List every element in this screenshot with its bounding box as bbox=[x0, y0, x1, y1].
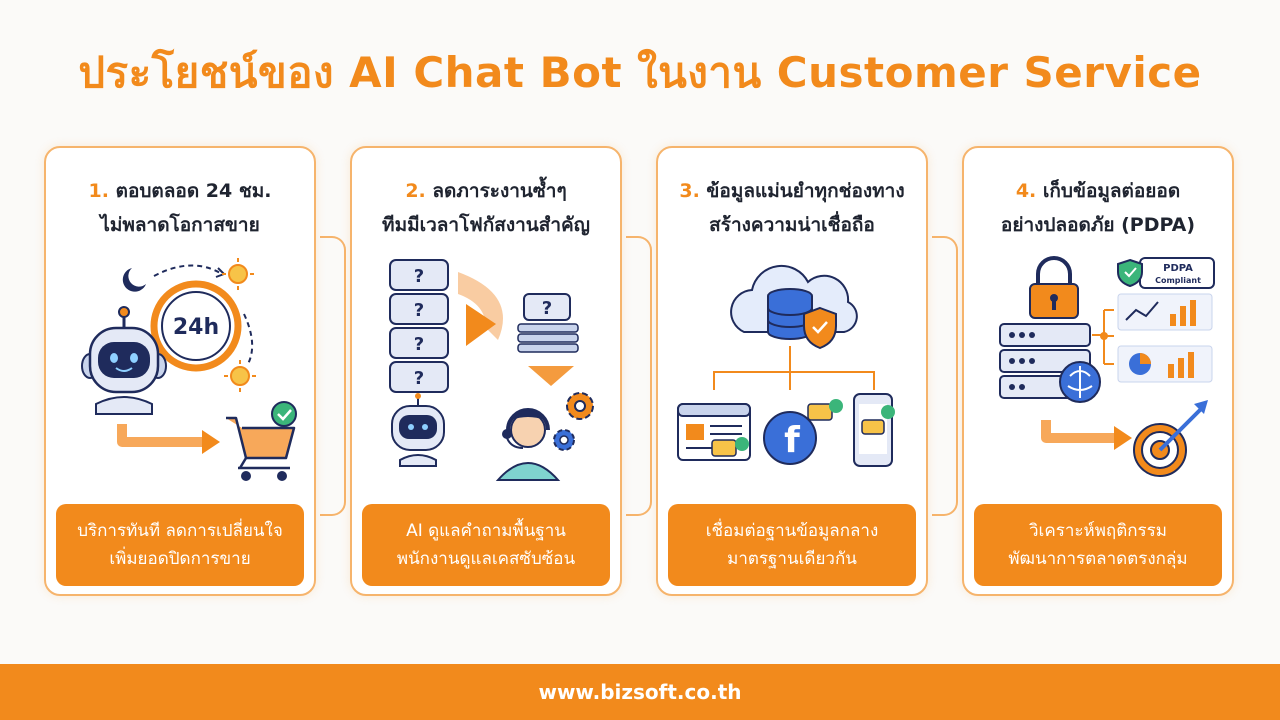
chat-bubble-icon bbox=[807, 399, 843, 421]
svg-text:?: ? bbox=[414, 300, 424, 321]
svg-text:?: ? bbox=[414, 266, 424, 287]
arrow-right-icon bbox=[1041, 420, 1132, 450]
gear-icon bbox=[553, 429, 575, 451]
pdpa-badge: PDPA Compliant bbox=[1117, 257, 1215, 289]
clock-icon: 24h bbox=[150, 280, 242, 372]
sun-icon bbox=[224, 360, 256, 392]
svg-text:?: ? bbox=[414, 368, 424, 389]
illustration-data-security: PDPA Compliant bbox=[999, 256, 1215, 477]
question-bubble-icon: ? bbox=[389, 293, 449, 325]
card-footer-line-2: พัฒนาการตลาดตรงกลุ่ม bbox=[1008, 549, 1188, 569]
chat-bubble-icon bbox=[711, 437, 749, 457]
card-footer: บริการทันที ลดการเปลี่ยนใจ เพิ่มยอดปิดกา… bbox=[56, 504, 304, 586]
card-number: 3. bbox=[679, 180, 700, 202]
card-title: 4. เก็บข้อมูลต่อยอด อย่างปลอดภัย (PDPA) bbox=[972, 174, 1224, 242]
padlock-icon bbox=[1029, 256, 1079, 319]
robot-icon bbox=[81, 306, 167, 415]
card-number: 2. bbox=[405, 180, 426, 202]
shield-check-icon bbox=[803, 306, 837, 350]
illustration-omnichannel: f bbox=[677, 264, 895, 467]
clock-label: 24h bbox=[173, 315, 219, 340]
arrow-right-icon bbox=[458, 272, 503, 346]
card-footer-line-1: เชื่อมต่อฐานข้อมูลกลาง bbox=[705, 521, 879, 541]
pdpa-badge-subtitle: Compliant bbox=[1155, 276, 1201, 285]
card-title-line-1: ข้อมูลแม่นยำทุกช่องทาง bbox=[706, 180, 905, 202]
card-title-line-1: ตอบตลอด 24 ชม. bbox=[115, 180, 272, 202]
card-number: 4. bbox=[1015, 180, 1037, 202]
card-footer: เชื่อมต่อฐานข้อมูลกลาง มาตรฐานเดียวกัน bbox=[668, 504, 916, 586]
page-title: ประโยชน์ของ AI Chat Bot ในงาน Customer S… bbox=[78, 48, 1202, 97]
svg-text:?: ? bbox=[414, 334, 424, 355]
pie-chart-icon bbox=[1117, 345, 1213, 383]
card-footer-line-2: มาตรฐานเดียวกัน bbox=[727, 549, 857, 569]
card-title: 3. ข้อมูลแม่นยำทุกช่องทาง สร้างความน่าเช… bbox=[666, 174, 918, 242]
target-icon bbox=[1133, 400, 1208, 477]
card-number: 1. bbox=[88, 180, 109, 202]
card-footer-line-1: วิเคราะห์พฤติกรรม bbox=[1028, 521, 1168, 541]
shopping-cart-icon bbox=[226, 416, 296, 481]
benefit-card-2: 2. ลดภาระงานซ้ำๆ ทีมมีเวลาโฟกัสงานสำคัญ … bbox=[350, 146, 622, 596]
footer-bar: www.bizsoft.co.th bbox=[0, 664, 1280, 720]
card-title-line-2: ทีมมีเวลาโฟกัสงานสำคัญ bbox=[382, 214, 590, 236]
benefit-card-3: 3. ข้อมูลแม่นยำทุกช่องทาง สร้างความน่าเช… bbox=[656, 146, 928, 596]
support-agent-icon bbox=[495, 408, 561, 481]
card-title-line-2: สร้างความน่าเชื่อถือ bbox=[709, 214, 875, 236]
brain-icon bbox=[1059, 361, 1101, 403]
svg-text:?: ? bbox=[542, 298, 552, 319]
arrow-right-icon bbox=[117, 424, 220, 454]
card-title-line-2: อย่างปลอดภัย (PDPA) bbox=[1000, 214, 1196, 236]
question-bubble-icon: ? bbox=[389, 259, 449, 291]
question-bubble-icon: ? bbox=[389, 327, 449, 359]
smartphone-icon bbox=[853, 393, 895, 467]
svg-text:f: f bbox=[784, 420, 800, 461]
bar-chart-icon bbox=[1117, 293, 1213, 331]
card-title-line-1: ลดภาระงานซ้ำๆ bbox=[432, 180, 567, 202]
sun-icon bbox=[222, 258, 254, 290]
card-footer-line-2: พนักงานดูแลเคสซับซ้อน bbox=[396, 549, 576, 569]
card-title-line-2: ไม่พลาดโอกาสขาย bbox=[100, 214, 260, 236]
facebook-icon: f bbox=[763, 411, 817, 465]
illustration-24h: 24h bbox=[81, 258, 297, 481]
card-connector bbox=[320, 236, 346, 516]
card-title: 1. ตอบตลอด 24 ชม. ไม่พลาดโอกาสขาย bbox=[54, 174, 306, 242]
paper-stack-icon: ? bbox=[517, 293, 579, 353]
illustration-repetitive-tasks: ? ? ? ? ? bbox=[389, 259, 594, 481]
website-link[interactable]: www.bizsoft.co.th bbox=[538, 680, 742, 704]
card-footer-line-1: AI ดูแลคำถามพื้นฐาน bbox=[406, 521, 566, 541]
card-title-line-1: เก็บข้อมูลต่อยอด bbox=[1042, 180, 1181, 202]
check-icon bbox=[271, 401, 297, 427]
benefit-card-1: 1. ตอบตลอด 24 ชม. ไม่พลาดโอกาสขาย bbox=[44, 146, 316, 596]
pdpa-badge-title: PDPA bbox=[1163, 263, 1193, 274]
card-footer-line-2: เพิ่มยอดปิดการขาย bbox=[109, 549, 251, 569]
card-footer-line-1: บริการทันที ลดการเปลี่ยนใจ bbox=[77, 521, 283, 541]
gear-icon bbox=[566, 392, 594, 420]
question-bubble-icon: ? bbox=[389, 361, 449, 393]
card-title: 2. ลดภาระงานซ้ำๆ ทีมมีเวลาโฟกัสงานสำคัญ bbox=[360, 174, 612, 242]
robot-icon bbox=[391, 393, 445, 467]
card-connector bbox=[932, 236, 958, 516]
card-connector bbox=[626, 236, 652, 516]
card-footer: AI ดูแลคำถามพื้นฐาน พนักงานดูแลเคสซับซ้อ… bbox=[362, 504, 610, 586]
benefit-card-4: 4. เก็บข้อมูลต่อยอด อย่างปลอดภัย (PDPA) bbox=[962, 146, 1234, 596]
card-footer: วิเคราะห์พฤติกรรม พัฒนาการตลาดตรงกลุ่ม bbox=[974, 504, 1222, 586]
moon-icon bbox=[122, 268, 146, 292]
